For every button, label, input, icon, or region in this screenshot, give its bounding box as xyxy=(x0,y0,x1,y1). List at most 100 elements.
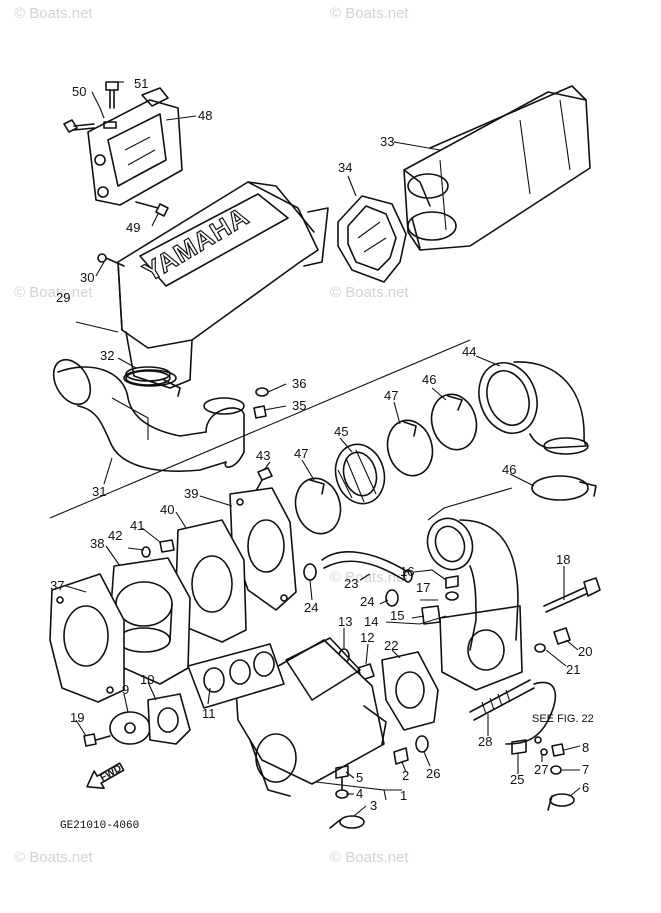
callout-15: 15 xyxy=(390,608,404,623)
bolt-part-50 xyxy=(63,119,95,133)
callout-51: 51 xyxy=(134,76,148,91)
clip-part-27 xyxy=(534,736,548,756)
gasket-part-10 xyxy=(147,693,191,745)
hose-clamp-part-47 xyxy=(294,477,342,535)
see-fig-note: SEE FIG. 22 xyxy=(532,713,594,725)
callout-25: 25 xyxy=(510,772,524,787)
leader-lines xyxy=(65,81,581,817)
callout-34: 34 xyxy=(338,160,352,175)
bolt-part-20 xyxy=(553,627,571,645)
washer-part-42 xyxy=(141,546,151,558)
watermark: © Boats.net xyxy=(330,849,409,866)
cover-part-9 xyxy=(109,711,151,745)
callout-3: 3 xyxy=(370,798,377,813)
watermark: © Boats.net xyxy=(330,5,409,22)
callout-16: 16 xyxy=(400,564,414,579)
callout-22: 22 xyxy=(384,638,398,653)
resonator-part-33 xyxy=(403,85,591,251)
callout-5: 5 xyxy=(356,770,363,785)
callout-21: 21 xyxy=(566,662,580,677)
hose-part-28 xyxy=(469,679,557,745)
callout-18: 18 xyxy=(556,552,570,567)
flange-part-38 xyxy=(109,557,191,685)
gasket-part-11 xyxy=(187,643,285,709)
hose-clamp-part-47 xyxy=(386,419,434,477)
callout-47a: 47 xyxy=(384,388,398,403)
fitting-part-16 xyxy=(445,575,459,589)
callout-36: 36 xyxy=(292,376,306,391)
fitting-part-25 xyxy=(511,739,527,755)
callout-39: 39 xyxy=(184,486,198,501)
clip-part-3 xyxy=(329,815,365,829)
callout-1: 1 xyxy=(400,788,407,803)
clamp-part-32 xyxy=(125,366,181,397)
bolt-part-49 xyxy=(135,201,169,217)
bolt-part-35 xyxy=(253,405,267,419)
callout-38: 38 xyxy=(90,536,104,551)
callout-6: 6 xyxy=(582,780,589,795)
callout-48: 48 xyxy=(198,108,212,123)
gasket-part-37 xyxy=(49,573,125,703)
bolt-part-19 xyxy=(83,733,111,747)
callout-23: 23 xyxy=(344,576,358,591)
callout-13: 13 xyxy=(338,614,352,629)
callout-4: 4 xyxy=(356,786,363,801)
watermarks: © Boats.net © Boats.net © Boats.net © Bo… xyxy=(14,5,409,866)
callout-35: 35 xyxy=(292,398,306,413)
bolt-part-41 xyxy=(159,539,175,553)
gasket-part-22 xyxy=(381,651,439,731)
gasket-part-34 xyxy=(337,195,407,283)
callout-19: 19 xyxy=(70,710,84,725)
callout-2: 2 xyxy=(402,768,409,783)
callout-30: 30 xyxy=(80,270,94,285)
callout-24b: 24 xyxy=(360,594,374,609)
callout-49: 49 xyxy=(126,220,140,235)
callout-8: 8 xyxy=(582,740,589,755)
muffler-part-29: YAMAHA xyxy=(75,181,329,389)
callout-28: 28 xyxy=(478,734,492,749)
rubber-joint-part-45 xyxy=(334,443,386,505)
callout-46a: 46 xyxy=(422,372,436,387)
hose-part-23 xyxy=(321,551,413,583)
washer-part-36 xyxy=(255,387,269,397)
watermark: © Boats.net xyxy=(14,284,93,301)
clamp-part-26 xyxy=(415,735,429,753)
watermark: © Boats.net xyxy=(14,5,93,22)
hose-clamp-part-46 xyxy=(531,475,597,501)
bolt-part-51 xyxy=(103,81,119,129)
callout-47b: 47 xyxy=(294,446,308,461)
watermark: © Boats.net xyxy=(330,284,409,301)
elbow-pipe-part-44 xyxy=(478,361,589,455)
nipple-part-15 xyxy=(421,605,441,625)
watermark: © Boats.net xyxy=(330,569,409,586)
bracket-part-48 xyxy=(87,87,183,206)
callout-44: 44 xyxy=(462,344,476,359)
callout-41: 41 xyxy=(130,518,144,533)
callout-43: 43 xyxy=(256,448,270,463)
callout-20: 20 xyxy=(578,644,592,659)
clip-part-6 xyxy=(547,793,575,811)
exhaust-hose-part-31 xyxy=(52,358,245,472)
bolt-part-5 xyxy=(335,765,349,791)
callout-29: 29 xyxy=(56,290,70,305)
divider-line xyxy=(49,339,471,519)
callout-9: 9 xyxy=(122,682,129,697)
callout-37: 37 xyxy=(50,578,64,593)
callout-42: 42 xyxy=(108,528,122,543)
callout-24a: 24 xyxy=(304,600,318,615)
bolt-part-8 xyxy=(551,743,565,757)
callout-31: 31 xyxy=(92,484,106,499)
callout-45: 45 xyxy=(334,424,348,439)
fwd-arrow-icon: FWD xyxy=(86,762,125,790)
callouts: 50 51 48 49 30 29 33 34 32 36 35 31 44 4… xyxy=(50,76,592,813)
elbow-pipe-assy xyxy=(426,487,523,691)
callout-27: 27 xyxy=(534,762,548,777)
callout-46b: 46 xyxy=(502,462,516,477)
callout-17: 17 xyxy=(416,580,430,595)
watermark: © Boats.net xyxy=(14,849,93,866)
callout-33: 33 xyxy=(380,134,394,149)
fwd-label: FWD xyxy=(98,763,123,784)
callout-50: 50 xyxy=(72,84,86,99)
callout-10: 10 xyxy=(140,672,154,687)
